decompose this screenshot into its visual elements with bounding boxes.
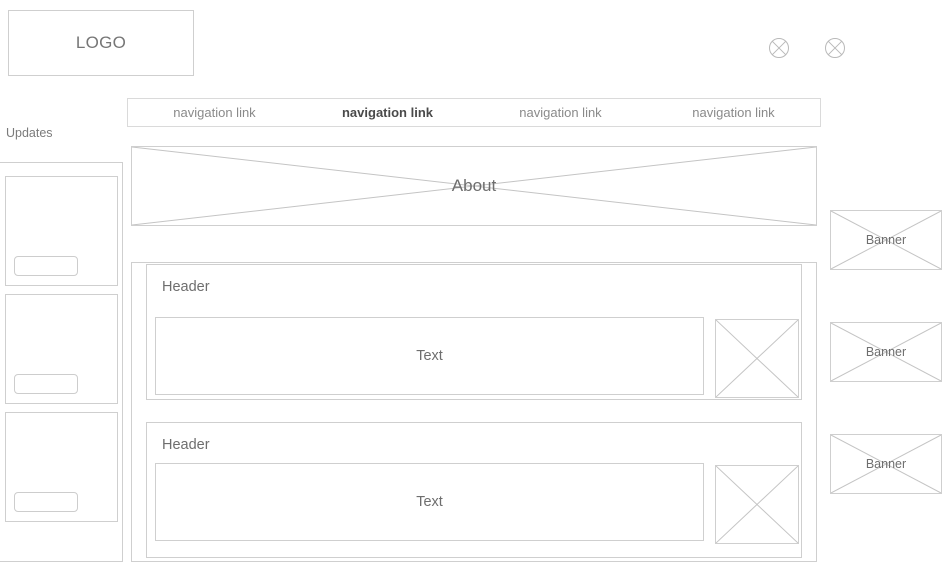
hero-label: About [451, 176, 497, 195]
nav-link-2[interactable]: navigation link [341, 105, 433, 120]
nav-link-3[interactable]: navigation link [519, 105, 602, 120]
image-placeholder-circle-icon[interactable] [768, 37, 790, 59]
update-card[interactable] [5, 176, 118, 286]
banner-placeholder[interactable]: Banner [830, 434, 942, 494]
content-block: Header Text [146, 422, 802, 558]
hero-image-placeholder[interactable]: About [131, 146, 817, 226]
placeholder-cross-icon [831, 211, 941, 269]
banner-label: Banner [865, 457, 907, 471]
placeholder-cross-icon [716, 320, 798, 397]
updates-heading: Updates [6, 126, 53, 140]
update-card-button[interactable] [14, 256, 78, 276]
banner-placeholder[interactable]: Banner [830, 322, 942, 382]
logo-label: LOGO [75, 33, 127, 52]
logo-box[interactable]: LOGO [8, 10, 194, 76]
update-card[interactable] [5, 412, 118, 522]
content-block-header: Header [162, 279, 210, 295]
placeholder-cross-icon [716, 466, 798, 543]
update-card-button[interactable] [14, 374, 78, 394]
image-placeholder-circle-icon[interactable] [824, 37, 846, 59]
content-block-text: Text [155, 317, 704, 395]
banner-label: Banner [865, 233, 907, 247]
image-placeholder[interactable] [715, 465, 799, 544]
banner-label: Banner [865, 345, 907, 359]
content-block-text: Text [155, 463, 704, 541]
update-card[interactable] [5, 294, 118, 404]
placeholder-cross-icon [831, 435, 941, 493]
update-card-button[interactable] [14, 492, 78, 512]
content-block: Header Text [146, 264, 802, 400]
banner-placeholder[interactable]: Banner [830, 210, 942, 270]
navigation-bar: navigation link navigation link navigati… [127, 98, 821, 127]
placeholder-cross-icon [132, 147, 816, 225]
content-block-header: Header [162, 437, 210, 453]
nav-link-1[interactable]: navigation link [173, 105, 256, 120]
nav-link-4[interactable]: navigation link [692, 105, 775, 120]
image-placeholder[interactable] [715, 319, 799, 398]
placeholder-cross-icon [831, 323, 941, 381]
